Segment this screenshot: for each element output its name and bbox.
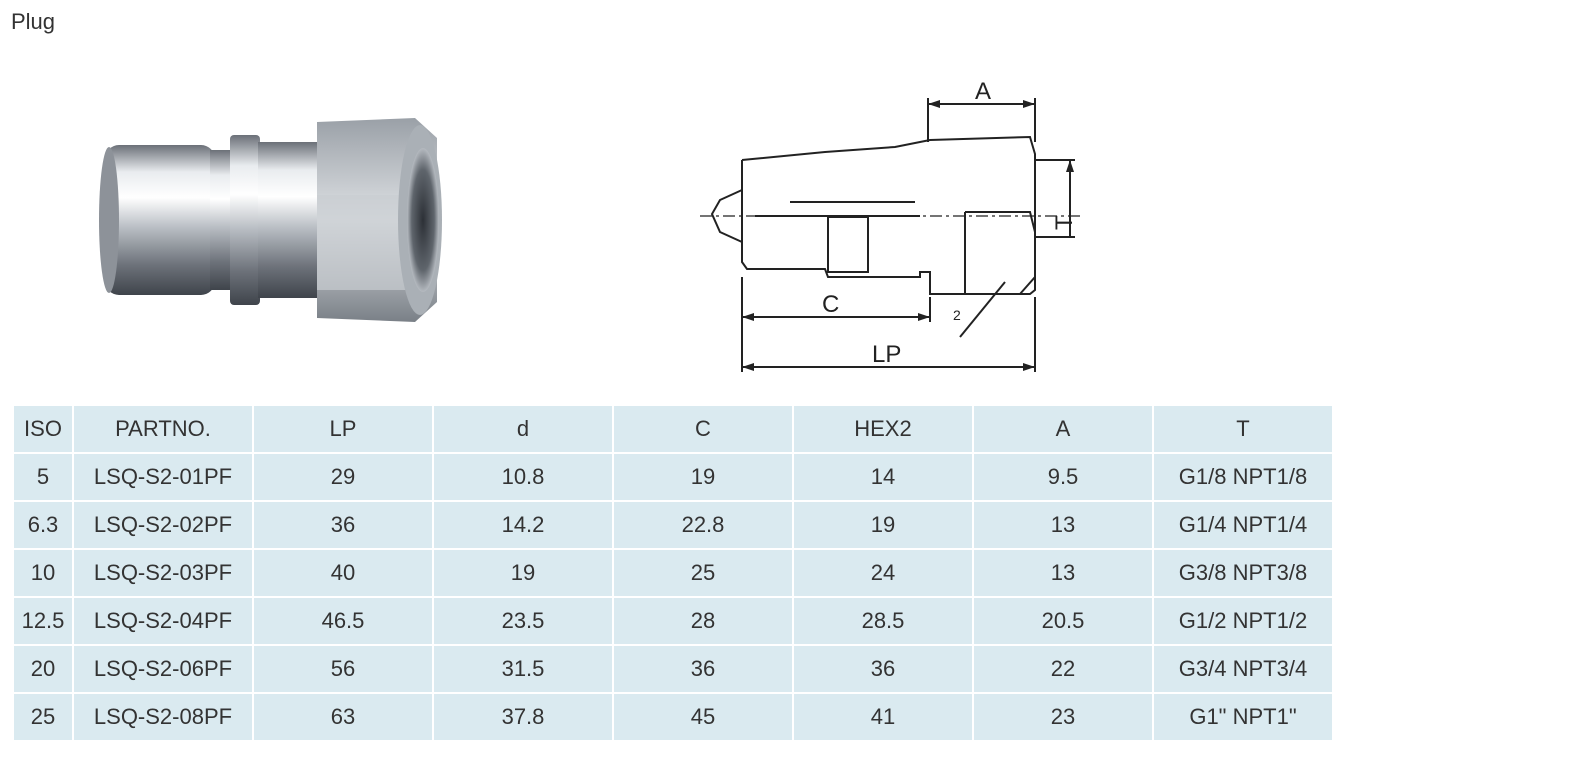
- table-cell: 5: [12, 452, 74, 502]
- column-header: HEX2: [792, 404, 974, 454]
- dimension-label-lp: LP: [872, 341, 901, 368]
- table-cell: 19: [792, 500, 974, 550]
- table-cell: G1/2 NPT1/2: [1152, 596, 1334, 646]
- dimension-label-hex: 2: [953, 307, 961, 323]
- table-cell: 56: [252, 644, 434, 694]
- table-cell: LSQ-S2-06PF: [72, 644, 254, 694]
- dimension-label-c: C: [822, 291, 839, 318]
- table-cell: 6.3: [12, 500, 74, 550]
- column-header: ISO: [12, 404, 74, 454]
- column-header: A: [972, 404, 1154, 454]
- table-cell: LSQ-S2-03PF: [72, 548, 254, 598]
- table-cell: 40: [252, 548, 434, 598]
- table-cell: 23: [972, 692, 1154, 742]
- table-cell: 9.5: [972, 452, 1154, 502]
- table-cell: 14.2: [432, 500, 614, 550]
- plug-cross-section-drawing: A C LP T 2: [700, 78, 1080, 372]
- column-header: LP: [252, 404, 434, 454]
- table-cell: 46.5: [252, 596, 434, 646]
- table-cell: G3/8 NPT3/8: [1152, 548, 1334, 598]
- table-cell: 25: [12, 692, 74, 742]
- table-cell: 22.8: [612, 500, 794, 550]
- column-header: d: [432, 404, 614, 454]
- table-cell: LSQ-S2-02PF: [72, 500, 254, 550]
- table-cell: 23.5: [432, 596, 614, 646]
- table-cell: 24: [792, 548, 974, 598]
- table-cell: LSQ-S2-04PF: [72, 596, 254, 646]
- column-header: T: [1152, 404, 1334, 454]
- table-cell: 13: [972, 500, 1154, 550]
- table-cell: 36: [792, 644, 974, 694]
- table-cell: 13: [972, 548, 1154, 598]
- table-cell: 45: [612, 692, 794, 742]
- table-cell: 28: [612, 596, 794, 646]
- table-cell: G1" NPT1": [1152, 692, 1334, 742]
- table-cell: 37.8: [432, 692, 614, 742]
- column-header: C: [612, 404, 794, 454]
- dimension-label-t: T: [1051, 215, 1078, 230]
- table-cell: 25: [612, 548, 794, 598]
- page-title: Plug: [11, 9, 56, 34]
- table-cell: 19: [612, 452, 794, 502]
- plug-photo: [99, 118, 442, 322]
- table-cell: 14: [792, 452, 974, 502]
- table-cell: LSQ-S2-01PF: [72, 452, 254, 502]
- table-cell: 31.5: [432, 644, 614, 694]
- table-cell: 19: [432, 548, 614, 598]
- column-header: PARTNO.: [72, 404, 254, 454]
- table-cell: 22: [972, 644, 1154, 694]
- table-cell: 36: [612, 644, 794, 694]
- dimension-label-a: A: [975, 78, 991, 105]
- table-cell: 28.5: [792, 596, 974, 646]
- table-cell: G1/4 NPT1/4: [1152, 500, 1334, 550]
- table-cell: G3/4 NPT3/4: [1152, 644, 1334, 694]
- table-cell: 29: [252, 452, 434, 502]
- table-cell: 63: [252, 692, 434, 742]
- table-cell: 20: [12, 644, 74, 694]
- table-cell: G1/8 NPT1/8: [1152, 452, 1334, 502]
- table-cell: 12.5: [12, 596, 74, 646]
- table-cell: 10.8: [432, 452, 614, 502]
- table-cell: LSQ-S2-08PF: [72, 692, 254, 742]
- table-cell: 41: [792, 692, 974, 742]
- table-cell: 20.5: [972, 596, 1154, 646]
- table-cell: 10: [12, 548, 74, 598]
- table-cell: 36: [252, 500, 434, 550]
